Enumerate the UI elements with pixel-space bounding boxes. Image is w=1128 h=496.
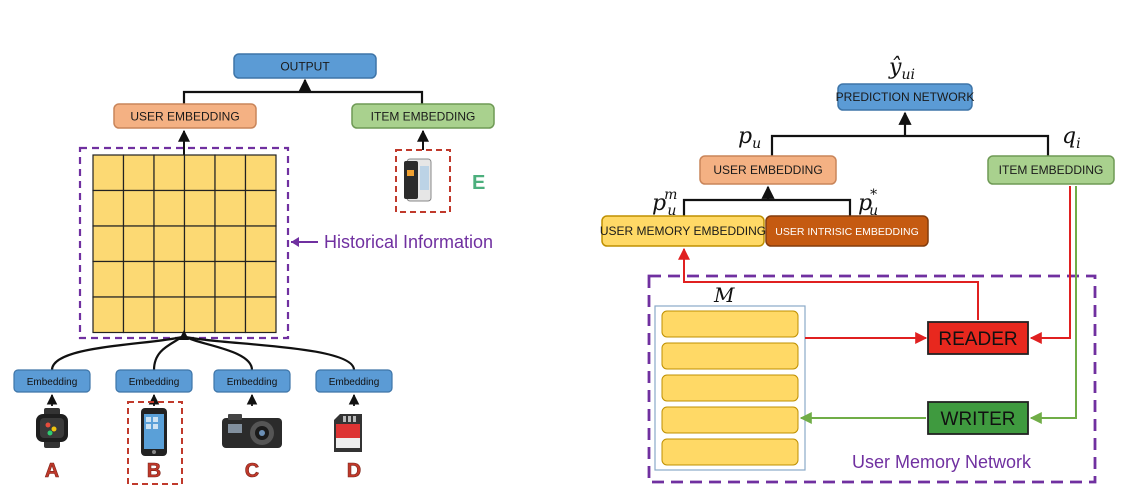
item-letter-d: D	[347, 460, 361, 482]
r-item-embedding-label: ITEM EMBEDDING	[999, 163, 1104, 177]
grid-cell	[153, 189, 186, 227]
user-embedding-box	[113, 103, 257, 129]
embedding-row: Embedding Embedding Embedding Embedding	[13, 369, 393, 406]
memory-network-label: User Memory Network	[852, 452, 1032, 472]
grid-cell	[183, 189, 216, 227]
left-diagram: OUTPUT USER EMBEDDING ITEM EMBEDDING His…	[13, 53, 495, 485]
historical-label: Historical Information	[324, 232, 493, 252]
fan-in-arrowhead	[179, 330, 189, 340]
fan-in-connectors	[50, 335, 356, 371]
historical-info-frame	[78, 146, 290, 340]
grid-cell	[214, 154, 247, 192]
p-u-star-label: p*u	[858, 187, 878, 219]
memory-slot	[661, 342, 799, 370]
target-item-frame	[395, 149, 451, 213]
user-intrinsic-embedding-box	[765, 215, 929, 247]
grid-cell	[153, 225, 186, 263]
memory-slots	[661, 310, 799, 466]
user-memory-embedding-box	[601, 215, 765, 247]
p-u-label: pu	[738, 124, 761, 152]
reader-label: READER	[938, 329, 1017, 350]
memory-slot	[661, 374, 799, 402]
memory-slot	[661, 310, 799, 338]
grid-cell	[122, 260, 155, 298]
grid-cell	[244, 260, 277, 298]
r-item-embedding-box	[987, 155, 1115, 185]
grid-cell	[122, 225, 155, 263]
grid-cell	[244, 189, 277, 227]
embedding-box	[115, 369, 193, 393]
output-label: OUTPUT	[280, 60, 330, 74]
memory-matrix-label: M	[713, 283, 735, 307]
user-embedding-label: USER EMBEDDING	[130, 110, 239, 124]
grid-cell	[92, 154, 125, 192]
grid-cell	[153, 296, 186, 334]
reader-box	[927, 321, 1029, 355]
grid-cell	[214, 296, 247, 334]
embedding-box	[315, 369, 393, 393]
smartwatch-icon	[36, 408, 68, 448]
item-embedding-label: ITEM EMBEDDING	[371, 110, 476, 124]
r-user-embedding-label: USER EMBEDDING	[713, 163, 822, 177]
embedding-label: Embedding	[227, 377, 278, 388]
grid-cell	[244, 154, 277, 192]
embedding-label: Embedding	[27, 377, 78, 388]
grid-cell	[122, 154, 155, 192]
item-letter-a: A	[45, 460, 59, 482]
embedding-label: Embedding	[129, 377, 180, 388]
grid-cell	[183, 225, 216, 263]
grid-cell	[214, 260, 247, 298]
item-letter-c: C	[245, 460, 259, 482]
grid-cell	[122, 296, 155, 334]
prediction-network-label: PREDICTION NETWORK	[836, 90, 975, 104]
grid-cell	[92, 296, 125, 334]
user-embedding-connector	[682, 187, 852, 216]
reader-flows	[678, 186, 1071, 344]
output-connector	[182, 80, 424, 104]
camera-icon	[222, 414, 282, 448]
historical-pointer-head	[291, 237, 299, 247]
grid-cell	[92, 225, 125, 263]
memory-slot	[661, 406, 799, 434]
grid-cell	[244, 225, 277, 263]
sd-card-icon	[334, 414, 362, 452]
grid-cell	[153, 260, 186, 298]
writer-flows	[799, 186, 1077, 424]
embedding-box	[13, 369, 91, 393]
grid-cell	[92, 260, 125, 298]
writer-label: WRITER	[941, 409, 1016, 430]
grid-cell	[183, 260, 216, 298]
y-hat-label: ŷui	[888, 55, 915, 83]
historical-grid	[92, 154, 277, 334]
grid-cell	[122, 189, 155, 227]
memory-network-frame	[647, 274, 1097, 484]
embedding-box	[213, 369, 291, 393]
selected-item-frame	[127, 401, 183, 485]
embedding-label: Embedding	[329, 377, 380, 388]
q-i-label: qi	[1062, 124, 1081, 152]
grid-cell	[244, 296, 277, 334]
item-embedding-box	[351, 103, 495, 129]
grid-cell	[214, 225, 247, 263]
phone-case-icon	[404, 158, 432, 202]
smartphone-icon	[141, 408, 167, 456]
item-letters: A B C D	[44, 460, 361, 483]
target-item-letter: E	[472, 172, 485, 194]
memory-slot	[661, 438, 799, 466]
right-diagram: ŷui PREDICTION NETWORK pu qi USER EMBEDD…	[600, 55, 1115, 484]
writer-box	[927, 401, 1029, 435]
grid-cell	[183, 296, 216, 334]
user-memory-embedding-label: USER MEMORY EMBEDDING	[600, 224, 766, 238]
user-intrinsic-embedding-label: USER INTRISIC EMBEDDING	[775, 226, 919, 238]
prediction-connector	[770, 113, 1050, 156]
grid-cell	[92, 189, 125, 227]
item-letter-b: B	[147, 460, 161, 482]
grid-cell	[214, 189, 247, 227]
grid-cell	[183, 154, 216, 192]
grid-cell	[153, 154, 186, 192]
